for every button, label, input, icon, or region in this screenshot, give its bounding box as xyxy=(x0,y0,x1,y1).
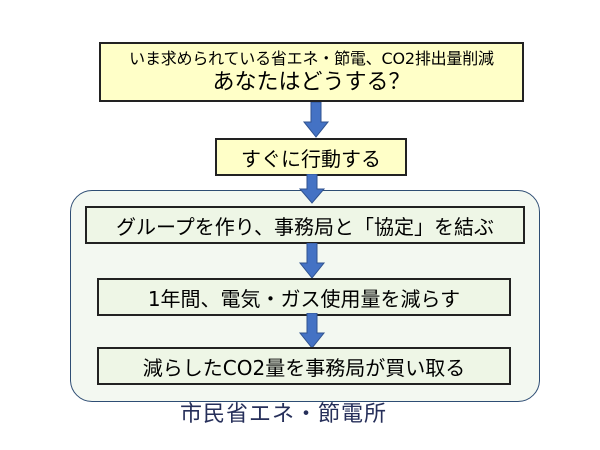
down-arrow-icon xyxy=(298,243,326,279)
step-box-agreement: グループを作り、事務局と「協定」を結ぶ xyxy=(85,206,525,244)
down-arrow-icon xyxy=(298,174,326,204)
down-arrow-icon xyxy=(302,102,330,138)
down-arrow-icon xyxy=(298,313,326,349)
question-title: あなたはどうする？ xyxy=(212,69,411,95)
question-box: いま求められている省エネ・節電、CO2排出量削減 あなたはどうする？ xyxy=(99,42,524,102)
organization-name: 市民省エネ・節電所 xyxy=(180,402,388,427)
step-box-buyback: 減らしたCO2量を事務局が買い取る xyxy=(97,347,511,385)
step-box-reduce-usage: 1年間、電気・ガス使用量を減らす xyxy=(97,278,511,316)
question-subtitle: いま求められている省エネ・節電、CO2排出量削減 xyxy=(129,48,494,68)
action-box: すぐに行動する xyxy=(215,138,407,176)
